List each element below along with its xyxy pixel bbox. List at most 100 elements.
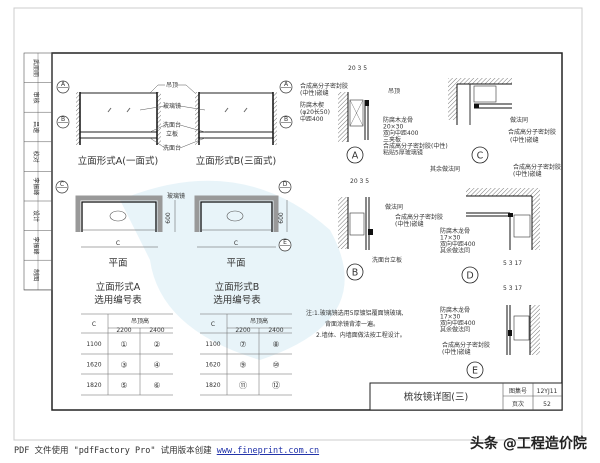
detail-b-note: 洗面台立板 [372, 256, 402, 264]
table-header-group: 吊顶高 [250, 317, 268, 325]
detail-e-note: 17×30 [440, 314, 460, 321]
note-line-1: 注:1.玻璃镜选用5厚镀铝覆面镜玻璃, [306, 309, 404, 317]
table-cell-c: 1620 [86, 362, 101, 369]
table-header-col: 2200 [235, 327, 250, 334]
label-vanity-panel-2: 立板 [166, 130, 178, 138]
detail-d-note: (中性)嵌缝 [513, 170, 542, 178]
table-cell-code: ② [153, 340, 160, 349]
table-header-group: 吊顶高 [131, 317, 149, 325]
detail-b-circle [346, 263, 364, 281]
table-header-c: C [92, 321, 96, 328]
detail-a-note: 粘贴5厚玻璃镜 [383, 149, 423, 157]
detail-e-note: (中性)嵌缝 [442, 348, 471, 356]
strip-label: 李振峰 [32, 177, 40, 195]
section-marker-label: B [61, 116, 65, 123]
detail-b-dims: 20 3 5 [350, 178, 369, 185]
table-header-col: 2400 [149, 327, 164, 334]
table-cell-code: ① [120, 340, 127, 349]
detail-d-dims: 5 3 17 [503, 260, 522, 267]
table-cell-c: 1820 [205, 382, 220, 389]
table-cell-c: 1100 [205, 341, 220, 348]
detail-d-note: 其余做法同 [440, 247, 470, 255]
detail-d-circle [461, 266, 479, 284]
elevation-a [76, 92, 161, 145]
page-label: 页次 [512, 400, 524, 408]
table-title: 立面形式A [96, 281, 141, 293]
label-ceiling: 吊顶 [166, 82, 178, 89]
detail-e-note: 防腐木龙骨 [440, 306, 470, 314]
detail-d-note: 合成高分子密封胶 [513, 163, 561, 171]
detail-marker [55, 180, 69, 194]
table-cell-code: ⑫ [272, 381, 280, 390]
detail-a-id: A [352, 151, 359, 162]
label-vanity-panel: 洗面台 [163, 121, 181, 129]
table-cell-code: ⑥ [153, 381, 160, 390]
plan-a-width: C [116, 240, 120, 247]
detail-a-note: (φ20长50) [300, 108, 330, 116]
table-cell-c: 1820 [86, 382, 101, 389]
detail-marker-label: E [283, 239, 287, 246]
detail-e-note: 双向中距400 [440, 319, 476, 327]
table-cell-c: 1100 [86, 341, 101, 348]
detail-c-note: 合成高分子密封胶 [508, 128, 556, 136]
table-cell-code: ⑧ [272, 340, 279, 349]
detail-e-circle [466, 361, 484, 379]
detail-e-drawing [506, 305, 540, 355]
table-cell-code: ⑨ [239, 361, 246, 370]
detail-a-note: 吊顶 [388, 88, 400, 95]
detail-e-dims: 5 3 17 [503, 285, 522, 292]
table-subtitle: 选用编号表 [94, 294, 142, 306]
label-mirror: 玻璃镜 [163, 102, 181, 110]
plan-b-width: C [234, 240, 238, 247]
section-marker [279, 115, 293, 129]
atlas-label: 图集号 [509, 387, 527, 395]
pdf-footer: PDF 文件使用 "pdfFactory Pro" 试用版本创建 www.fin… [14, 444, 319, 456]
section-marker [279, 80, 293, 94]
detail-a-dims: 20 3 5 [348, 65, 367, 72]
strip-label: 设计 [32, 210, 40, 222]
strip-label: 李振峰 [32, 237, 40, 255]
strip-label: 审核 [32, 92, 40, 104]
table-cell-code: ⑦ [239, 340, 246, 349]
strip-label: 吕速 [32, 121, 39, 133]
strip-label: 制图 [32, 269, 40, 281]
detail-d-note: 双向中距400 [440, 240, 476, 248]
detail-b-note: (中性)嵌缝 [395, 220, 424, 228]
outer-frame [13, 7, 583, 441]
plan-b [174, 195, 288, 248]
sheet-title: 梳妆镜详图(三) [404, 391, 468, 403]
footer-link[interactable]: www.fineprint.com.cn [216, 446, 320, 456]
label-vanity: 洗面台 [163, 144, 181, 152]
plan-b-depth: 600 [278, 212, 285, 224]
detail-a-note: 双向中距400 [383, 129, 419, 137]
plan-a-depth: 600 [165, 212, 172, 224]
footer-text: PDF 文件使用 "pdfFactory Pro" 试用版本创建 [14, 446, 212, 456]
detail-marker [278, 180, 292, 194]
table-header-c: C [211, 321, 215, 328]
section-marker [56, 115, 70, 129]
detail-d-note: 其余做法同 [430, 165, 460, 173]
elevation-b-title: 立面形式B(三面式) [196, 155, 276, 167]
detail-b-note: 做法同 [385, 203, 403, 211]
detail-c-note: (中性)嵌缝 [510, 136, 539, 144]
table-cell-code: ⑩ [272, 361, 279, 370]
section-marker-label: A [284, 81, 289, 88]
detail-marker-label: C [60, 181, 64, 188]
elevation-a-title: 立面形式A(一面式) [78, 155, 158, 167]
strip-label: 武丽丽 [32, 59, 40, 77]
detail-a-note: (中性)嵌缝 [300, 89, 329, 97]
detail-a-note: 合成高分子密封胶(中性) [383, 142, 448, 150]
detail-c-id: C [477, 151, 484, 162]
detail-e-id: E [472, 366, 478, 377]
table-cell-code: ④ [153, 361, 160, 370]
note-line-2: 背面涂镜背漆一遍。 [325, 320, 379, 328]
detail-a-note: 三夹板 [383, 136, 401, 144]
title-block [369, 382, 563, 411]
detail-a-note: 防腐木龙骨 [383, 116, 413, 124]
plan-mirror-label: 玻璃镜 [167, 192, 185, 200]
detail-c-note: 做法同 [510, 116, 528, 124]
detail-e-note: 合成高分子密封胶 [442, 341, 490, 349]
